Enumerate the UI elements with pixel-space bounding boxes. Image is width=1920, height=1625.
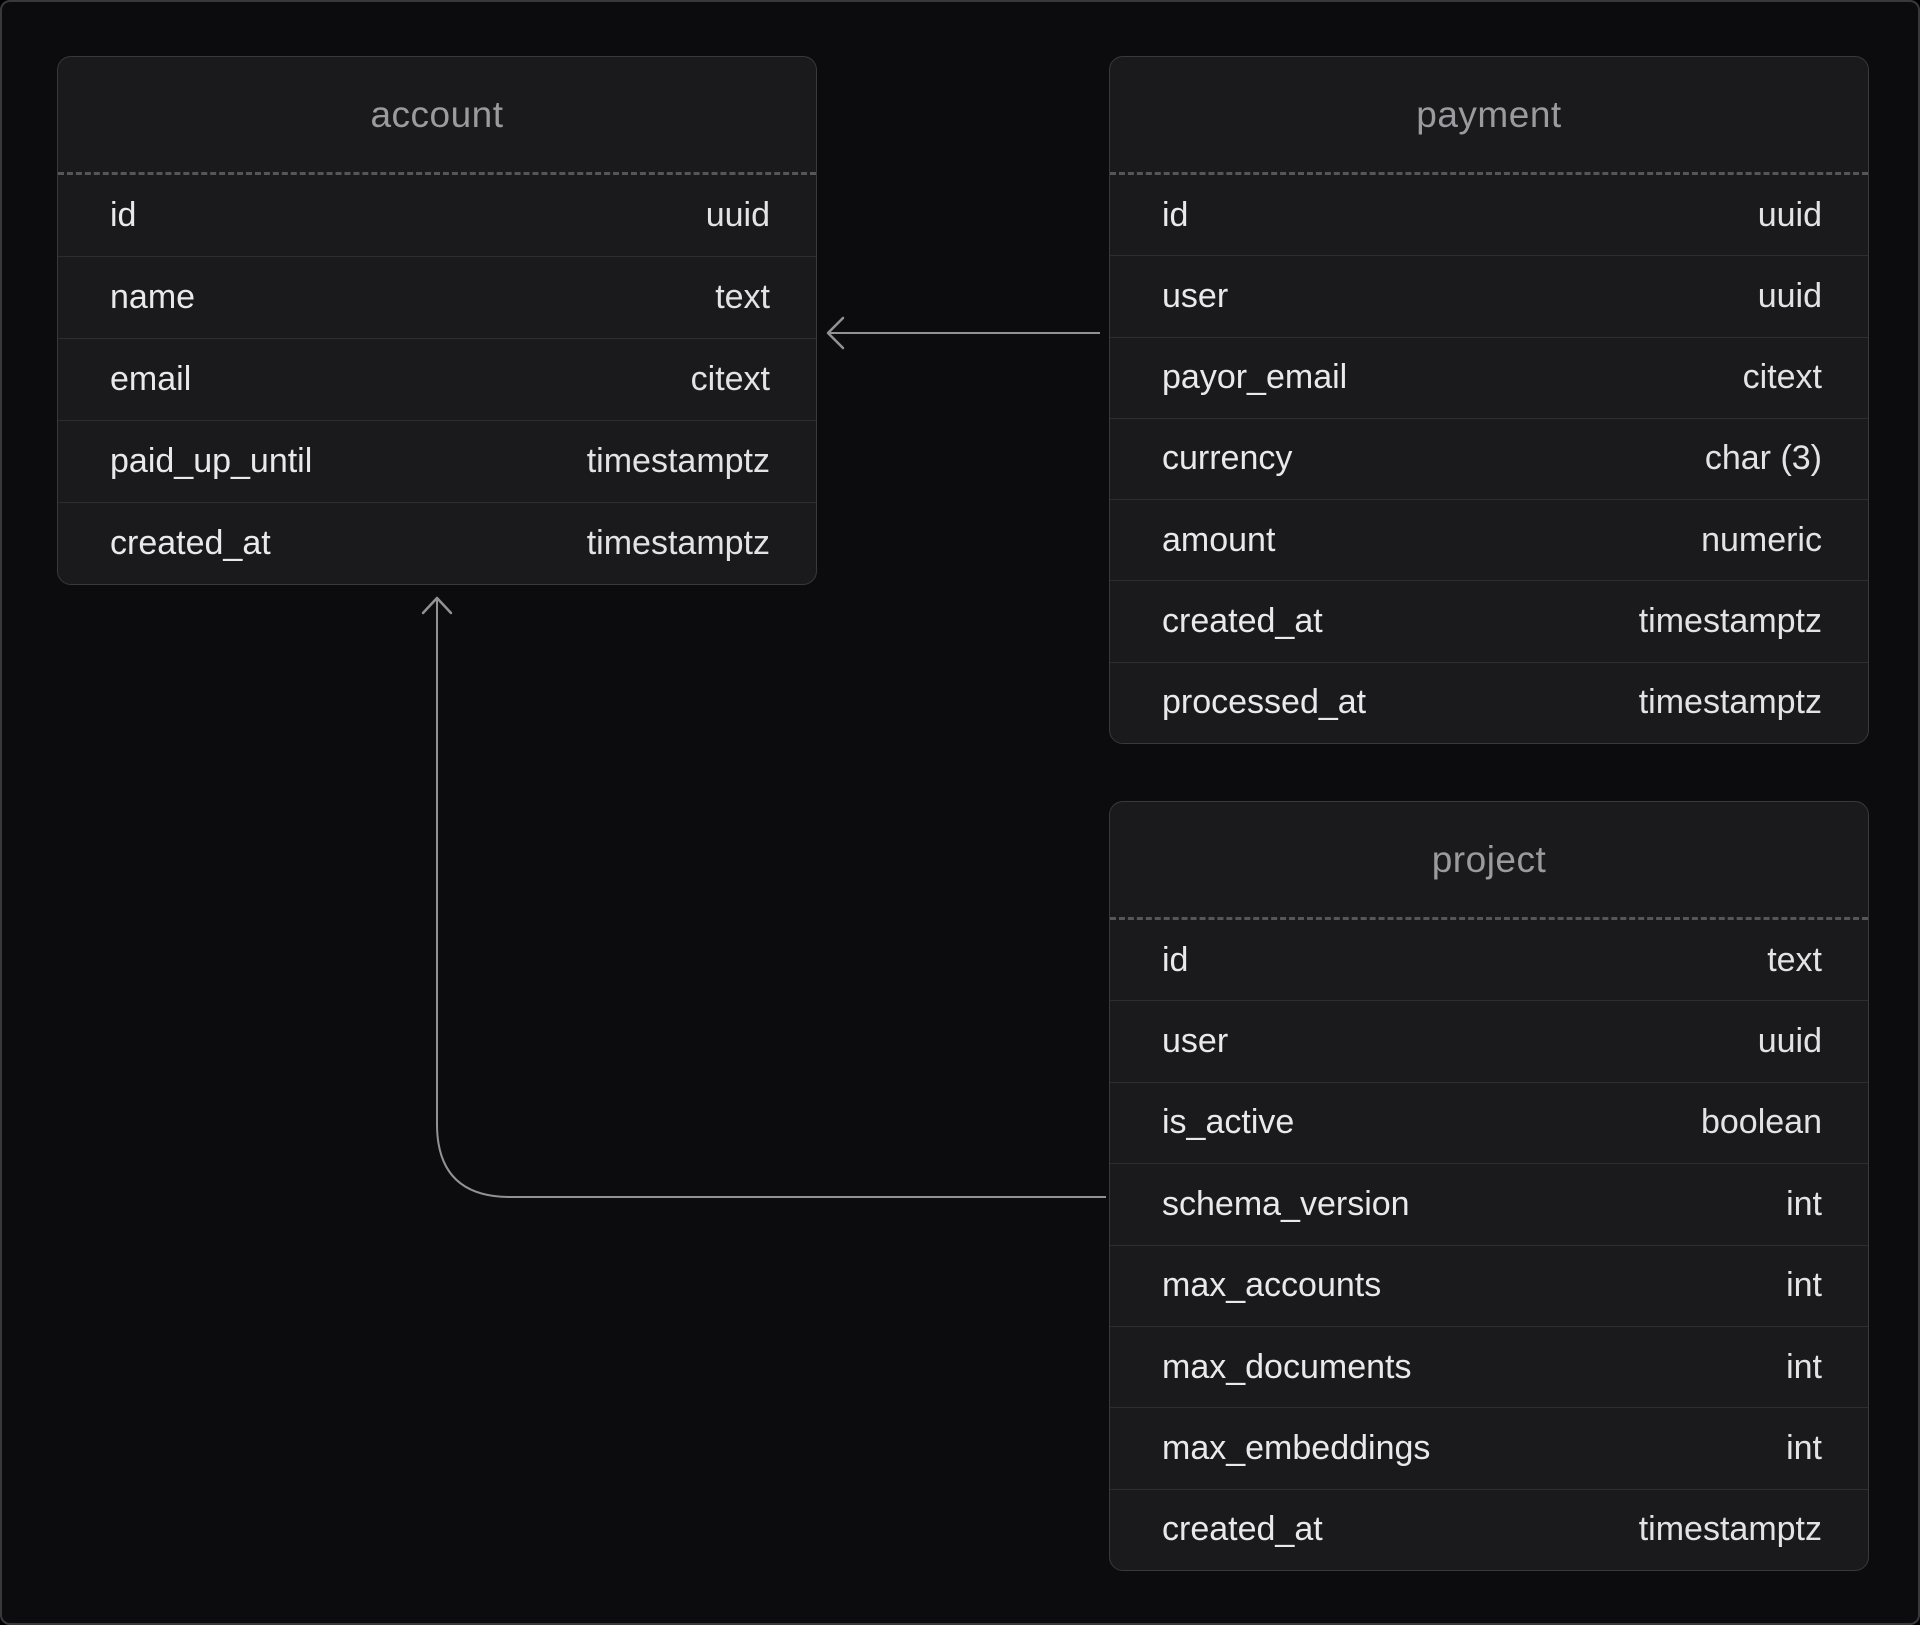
column-row-payment-currency: currency char (3) [1110,417,1868,499]
column-name: max_documents [1162,1347,1412,1386]
column-type: timestamptz [586,442,770,480]
column-type: numeric [1701,520,1822,559]
header-dashed-separator [1110,917,1868,920]
column-type: uuid [1757,195,1822,234]
column-name: created_at [1162,1510,1323,1549]
column-row-account-created_at: created_at timestamptz [58,502,816,584]
table-header: payment [1110,57,1868,172]
column-type: citext [690,360,770,398]
column-name: name [110,278,196,316]
column-name: user [1162,276,1229,315]
column-name: is_active [1162,1103,1295,1142]
column-type: citext [1742,358,1822,397]
column-row-project-max_accounts: max_accounts int [1110,1244,1868,1326]
column-type: text [715,278,770,316]
column-row-project-is_active: is_active boolean [1110,1081,1868,1163]
column-type: timestamptz [1638,1510,1822,1549]
arrowhead-icon [826,316,845,350]
column-name: id [1162,940,1189,979]
table-rows: id text user uuid is_active boolean sche… [1110,920,1868,1570]
table-rows: id uuid user uuid payor_email citext cur… [1110,175,1868,743]
column-type: uuid [1757,276,1822,315]
column-name: created_at [110,524,271,562]
column-name: id [110,196,137,234]
column-name: email [110,360,192,398]
column-type: timestamptz [1638,683,1822,722]
column-type: int [1786,1184,1822,1223]
table-header: project [1110,802,1868,917]
column-row-project-max_documents: max_documents int [1110,1325,1868,1407]
table-rows: id uuid name text email citext paid_up_u… [58,175,816,584]
column-row-account-paid_up_until: paid_up_until timestamptz [58,420,816,502]
column-name: amount [1162,520,1276,559]
column-name: currency [1162,439,1293,478]
column-name: processed_at [1162,683,1367,722]
column-name: schema_version [1162,1184,1410,1223]
column-type: char (3) [1704,439,1822,478]
column-row-project-user: user uuid [1110,1000,1868,1081]
column-row-account-email: email citext [58,338,816,420]
column-name: user [1162,1022,1229,1061]
column-row-project-schema_version: schema_version int [1110,1163,1868,1244]
column-type: uuid [1757,1022,1822,1061]
column-row-account-id: id uuid [58,175,816,256]
column-name: created_at [1162,602,1323,641]
column-row-payment-amount: amount numeric [1110,499,1868,580]
column-row-payment-id: id uuid [1110,175,1868,255]
table-title: payment [1416,93,1562,135]
table-node-account[interactable]: account id uuid name text email citext p… [57,56,817,585]
column-row-project-created_at: created_at timestamptz [1110,1488,1868,1570]
column-row-payment-created_at: created_at timestamptz [1110,580,1868,661]
column-row-payment-payor_email: payor_email citext [1110,336,1868,418]
column-type: int [1786,1347,1822,1386]
column-type: text [1767,940,1822,979]
column-name: max_embeddings [1162,1428,1431,1467]
column-name: paid_up_until [110,442,313,480]
column-name: max_accounts [1162,1266,1382,1305]
relationship-project-account [421,596,1106,1198]
column-row-payment-processed_at: processed_at timestamptz [1110,661,1868,743]
column-name: id [1162,195,1189,234]
column-type: uuid [705,196,770,234]
column-row-payment-user: user uuid [1110,255,1868,336]
relationship-payment-account [826,316,1100,350]
column-type: boolean [1700,1103,1822,1142]
header-dashed-separator [58,172,816,175]
column-row-project-max_embeddings: max_embeddings int [1110,1407,1868,1488]
column-type: timestamptz [1638,602,1822,641]
column-type: int [1786,1428,1822,1467]
header-dashed-separator [1110,172,1868,175]
relationship-line [436,600,1106,1198]
table-title: project [1431,838,1547,880]
column-row-project-id: id text [1110,920,1868,1000]
arrowhead-icon [421,596,453,615]
table-node-project[interactable]: project id text user uuid is_active bool… [1109,801,1869,1571]
column-type: timestamptz [586,524,770,562]
column-type: int [1786,1266,1822,1305]
column-name: payor_email [1162,358,1348,397]
table-title: account [370,93,504,135]
table-header: account [58,57,816,172]
column-row-account-name: name text [58,256,816,338]
table-node-payment[interactable]: payment id uuid user uuid payor_email ci… [1109,56,1869,744]
